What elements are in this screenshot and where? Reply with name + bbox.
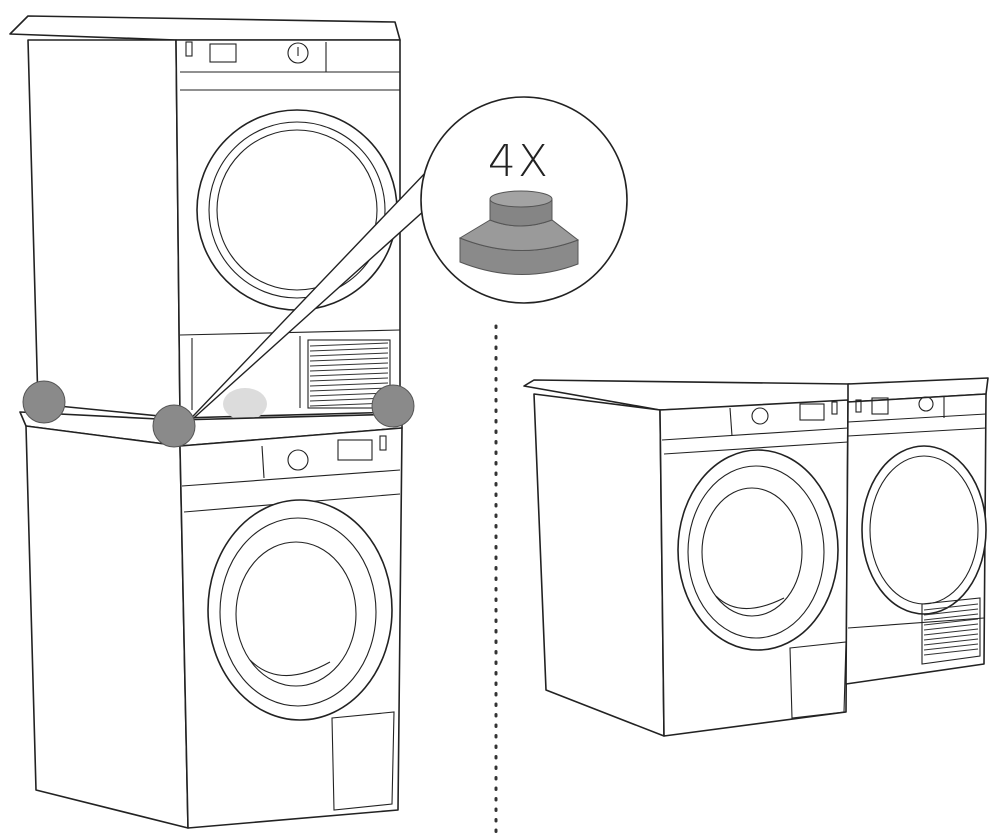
stacked-washer-dryer: [10, 16, 436, 828]
stacked-washer: [20, 412, 402, 828]
quantity-label: 4X: [488, 136, 550, 187]
foot-marker-back-left: [23, 381, 65, 423]
foot-marker-front-right: [372, 385, 414, 427]
side-by-side-washer-dryer: [524, 378, 988, 736]
side-washer: [524, 380, 850, 736]
side-dryer: [846, 378, 988, 684]
foot-marker-front-left: [153, 405, 195, 447]
callout-bubble: 4X: [421, 97, 627, 303]
stacked-dryer: [10, 16, 400, 420]
